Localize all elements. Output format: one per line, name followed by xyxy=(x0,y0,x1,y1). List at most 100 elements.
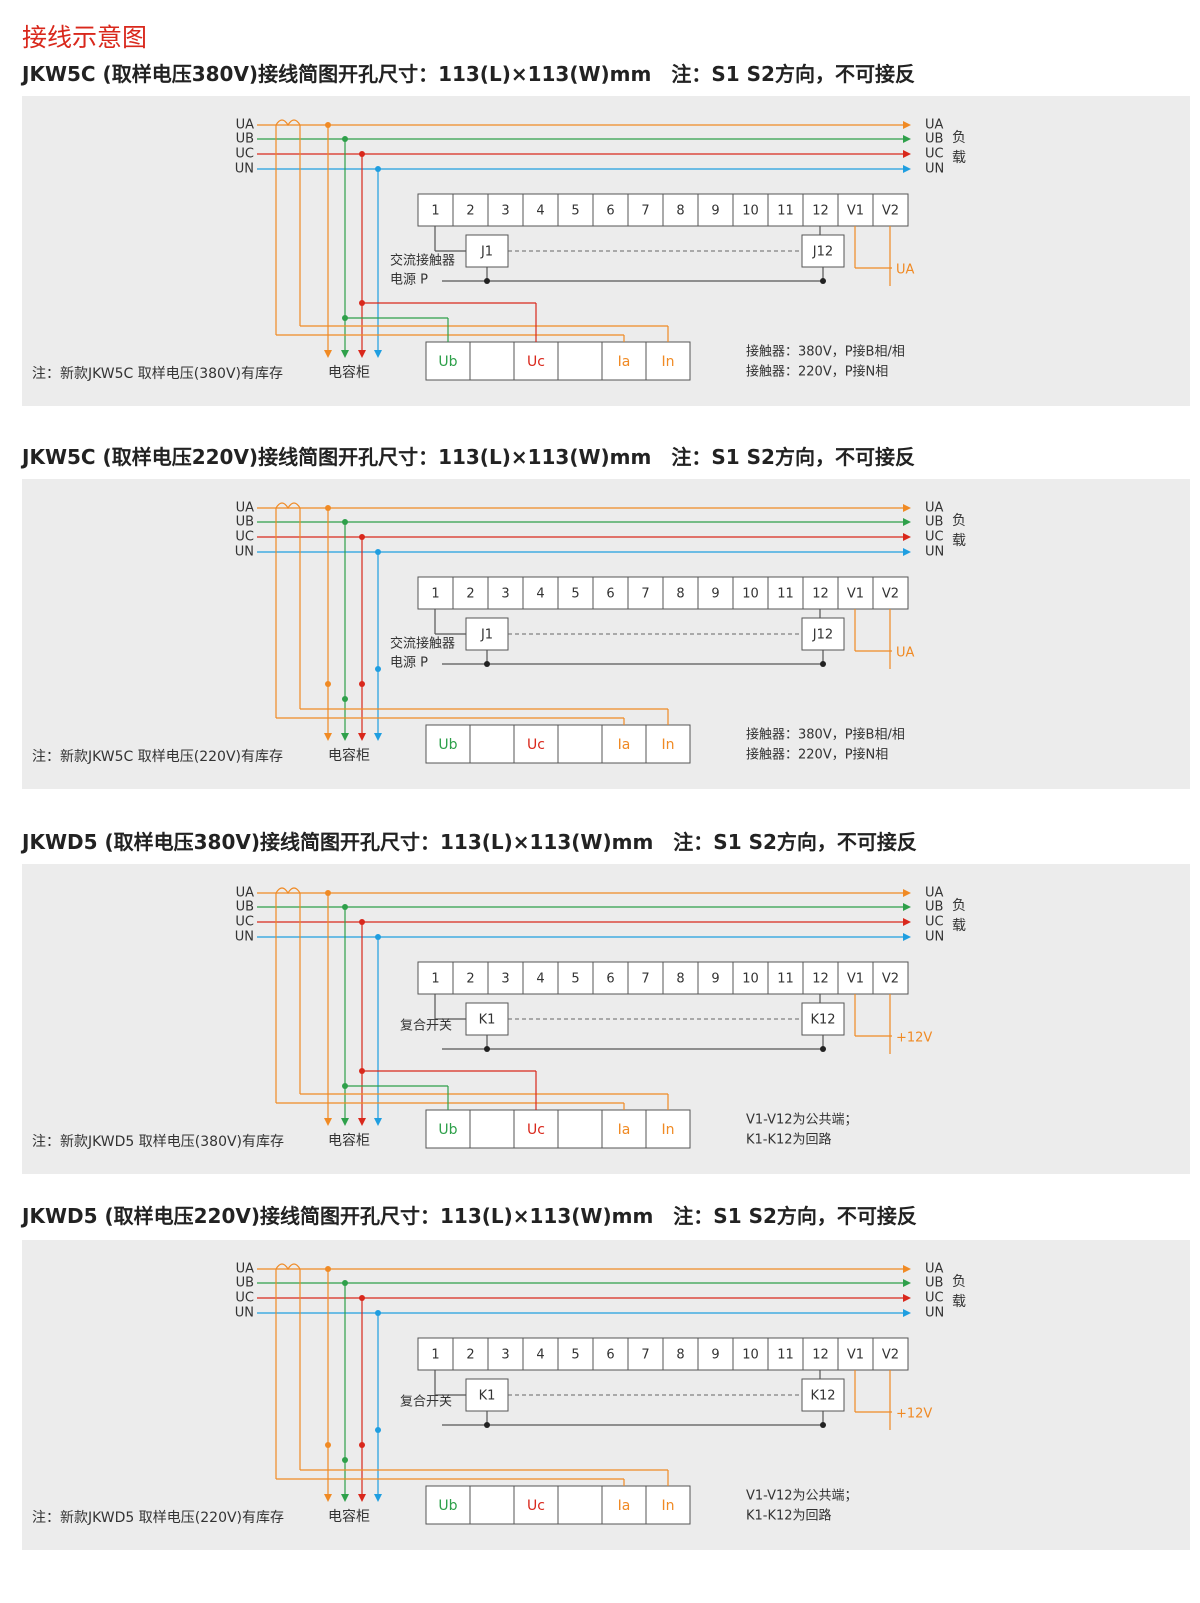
terminal-label-2: 2 xyxy=(466,972,474,987)
meter-box-4 xyxy=(557,341,603,381)
phase-label-right-ua: UA xyxy=(925,118,944,133)
meter-box-4 xyxy=(557,1485,603,1525)
supply-label-1: 复合开关 xyxy=(400,1019,452,1034)
phase-label-left-uc: UC xyxy=(235,530,254,545)
terminal-box-9 xyxy=(697,193,734,227)
drop-arrow-uc xyxy=(358,350,366,358)
phase-label-right-uc: UC xyxy=(925,915,944,930)
un-tap-dot xyxy=(375,1427,381,1433)
terminal-label-3: 3 xyxy=(501,1348,509,1363)
drop-arrow-ub xyxy=(341,350,349,358)
phase-arrow-ua xyxy=(903,889,911,897)
terminal-label-8: 8 xyxy=(676,1348,684,1363)
ub-tap-dot xyxy=(342,1457,348,1463)
terminal-label-3: 3 xyxy=(501,972,509,987)
terminal-box-9 xyxy=(697,961,734,995)
phase-label-right-un: UN xyxy=(925,545,944,560)
meter-label-uc: Uc xyxy=(527,1498,545,1514)
meter-label-in: In xyxy=(661,354,674,370)
terminal-label-11: 11 xyxy=(777,972,794,987)
bus-dot-last xyxy=(820,278,826,284)
terminal-box-11 xyxy=(767,193,804,227)
terminal-label-7: 7 xyxy=(641,587,649,602)
drop-arrow-uc xyxy=(358,733,366,741)
meter-label-uc: Uc xyxy=(527,737,545,753)
bus-dot-last xyxy=(820,1422,826,1428)
terminal-box-8 xyxy=(662,1337,699,1371)
relay-last-box xyxy=(801,617,845,651)
meter-box-4 xyxy=(557,1109,603,1149)
terminal-label-5: 5 xyxy=(571,587,579,602)
bus-dot-first xyxy=(484,661,490,667)
drop-arrow-ub xyxy=(341,1494,349,1502)
right-note-1: 接触器：380V，P接B相/相 xyxy=(746,344,905,360)
phase-arrow-ub xyxy=(903,135,911,143)
supply-label-2: 电源 P xyxy=(390,273,428,288)
phase-arrow-uc xyxy=(903,918,911,926)
terminal-label-10: 10 xyxy=(742,204,759,219)
phase-arrow-ua xyxy=(903,504,911,512)
meter-box-2 xyxy=(469,1109,515,1149)
terminal-box-4 xyxy=(522,961,559,995)
terminal-box-10 xyxy=(732,193,769,227)
capacitor-label: 电容柜 xyxy=(328,1132,370,1149)
terminal-label-11: 11 xyxy=(777,204,794,219)
phase-label-right-ua: UA xyxy=(925,501,944,516)
ua-tap-dot xyxy=(325,681,331,687)
diagram-heading-2: JKW5C (取样电压220V)接线简图开孔尺寸：113(L)×113(W)mm… xyxy=(22,445,915,469)
terminal-label-9: 9 xyxy=(711,972,719,987)
relay-last-box xyxy=(801,1002,845,1036)
relay-last-label: J12 xyxy=(812,245,833,260)
phase-arrow-un xyxy=(903,165,911,173)
capacitor-label: 电容柜 xyxy=(328,1508,370,1525)
drop-arrow-ua xyxy=(324,1494,332,1502)
phase-label-right-ub: UB xyxy=(925,132,943,147)
meter-label-ub: Ub xyxy=(438,1122,457,1138)
terminal-label-4: 4 xyxy=(536,587,544,602)
terminal-label-6: 6 xyxy=(606,1348,614,1363)
terminal-label-7: 7 xyxy=(641,204,649,219)
terminal-box-2 xyxy=(452,961,489,995)
phase-label-left-ub: UB xyxy=(236,515,254,530)
diagram-heading-4: JKWD5 (取样电压220V)接线简图开孔尺寸：113(L)×113(W)mm… xyxy=(22,1204,917,1228)
terminal-box-9 xyxy=(697,576,734,610)
terminal-box-8 xyxy=(662,576,699,610)
load-label-1: 负 xyxy=(952,1274,966,1290)
v-output-label: UA xyxy=(896,263,915,278)
terminal-label-9: 9 xyxy=(711,1348,719,1363)
phase-label-left-un: UN xyxy=(235,930,254,945)
phase-arrow-uc xyxy=(903,1294,911,1302)
terminal-box-5 xyxy=(557,1337,594,1371)
bus-dot-last xyxy=(820,1046,826,1052)
phase-label-right-uc: UC xyxy=(925,1291,944,1306)
drop-arrow-uc xyxy=(358,1494,366,1502)
phase-arrow-ub xyxy=(903,903,911,911)
un-tap-dot xyxy=(375,666,381,672)
ct-loop xyxy=(275,502,301,510)
drop-arrow-un xyxy=(374,1118,382,1126)
meter-label-ub: Ub xyxy=(438,737,457,753)
load-label-1: 负 xyxy=(952,898,966,914)
terminal-label-3: 3 xyxy=(501,587,509,602)
phase-label-right-un: UN xyxy=(925,1306,944,1321)
terminal-box-4 xyxy=(522,193,559,227)
terminal-label-1: 1 xyxy=(431,972,439,987)
drop-arrow-ua xyxy=(324,350,332,358)
phase-label-left-ub: UB xyxy=(236,132,254,147)
uc-tap-dot xyxy=(359,681,365,687)
terminal-box-v1 xyxy=(837,193,874,227)
relay-last-box xyxy=(801,1378,845,1412)
phase-label-left-ua: UA xyxy=(236,886,255,901)
ub-tap-dot xyxy=(342,696,348,702)
terminal-label-6: 6 xyxy=(606,972,614,987)
phase-label-left-ub: UB xyxy=(236,900,254,915)
meter-box-2 xyxy=(469,1485,515,1525)
ct-loop xyxy=(275,887,301,895)
terminal-label-3: 3 xyxy=(501,204,509,219)
bottom-note: 注：新款JKWD5 取样电压(220V)有库存 xyxy=(32,1510,284,1526)
uc-tap-dot xyxy=(359,1442,365,1448)
